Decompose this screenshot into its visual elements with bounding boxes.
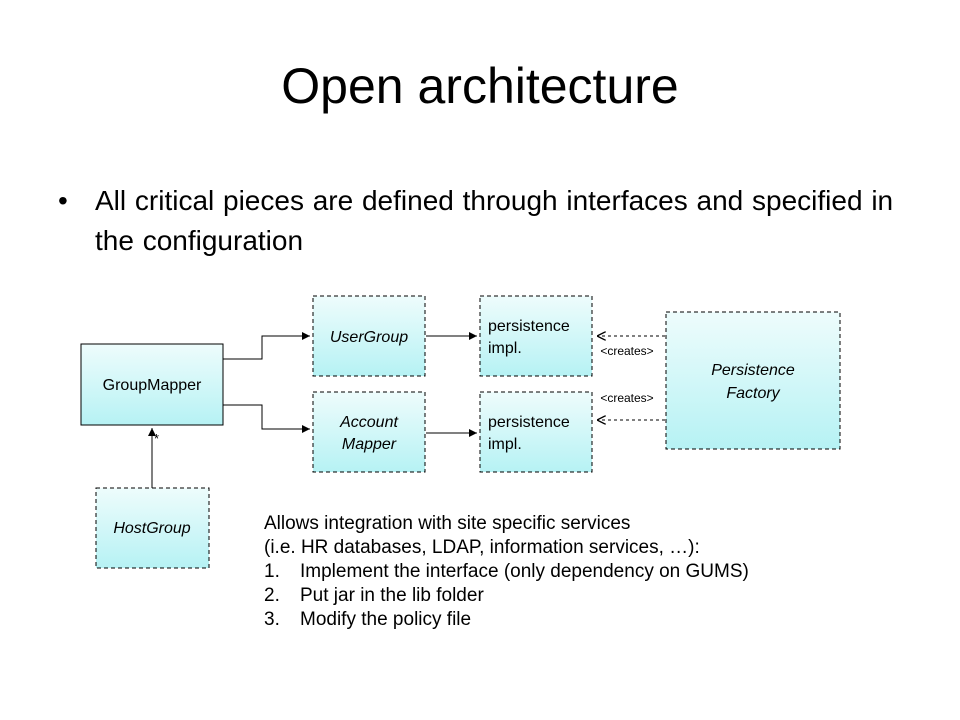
groupmapper-box: GroupMapper <box>80 343 224 426</box>
persistence-impl-1-line1: persistence <box>488 318 570 335</box>
persistence-impl-2-line1: persistence <box>488 414 570 431</box>
usergroup-box: UserGroup <box>312 295 426 377</box>
persistence-impl-box-1: persistence impl. <box>479 295 593 377</box>
persistence-factory-line1: Persistence <box>711 362 795 379</box>
list-item: 2. Put jar in the lib folder <box>264 584 749 608</box>
groupmapper-usergroup-connector <box>223 332 310 360</box>
accountmapper-label-line1: Account <box>339 414 398 431</box>
persistence-impl-2-line2: impl. <box>488 436 522 453</box>
note-line-2: (i.e. HR databases, LDAP, information se… <box>264 537 700 558</box>
step-text: Put jar in the lib folder <box>300 585 484 606</box>
bullet-text: All critical pieces are defined through … <box>95 185 894 256</box>
persistence-impl-box-2: persistence impl. <box>479 391 593 473</box>
creates-label-1: <creates> <box>600 344 653 358</box>
slide-title: Open architecture <box>281 58 679 114</box>
note-line-1: Allows integration with site specific se… <box>264 513 631 534</box>
accountmapper-box: Account Mapper <box>312 391 426 473</box>
persistence-factory-box: Persistence Factory <box>665 311 841 450</box>
list-item: 1. Implement the interface (only dependen… <box>264 560 749 584</box>
persistence-impl-1-line2: impl. <box>488 340 522 357</box>
groupmapper-accountmapper-connector <box>223 404 310 433</box>
hostgroup-box: HostGroup <box>95 487 210 569</box>
bullet-marker: • <box>58 185 68 216</box>
list-item: 3. Modify the policy file <box>264 608 749 632</box>
usergroup-label: UserGroup <box>330 329 408 346</box>
step-text: Implement the interface (only dependency… <box>300 561 749 582</box>
step-number: 2. <box>264 585 280 606</box>
step-number: 3. <box>264 609 280 630</box>
groupmapper-label: GroupMapper <box>103 377 202 394</box>
persistence-factory-line2: Factory <box>726 385 780 402</box>
hostgroup-label: HostGroup <box>113 520 190 537</box>
step-number: 1. <box>264 561 280 582</box>
note-steps-list: 1. Implement the interface (only dependen… <box>264 560 749 632</box>
multiplicity-star: * <box>154 431 159 446</box>
integration-note: Allows integration with site specific se… <box>264 512 749 632</box>
accountmapper-label-line2: Mapper <box>342 436 397 453</box>
creates-label-2: <creates> <box>600 391 653 405</box>
step-text: Modify the policy file <box>300 609 472 630</box>
